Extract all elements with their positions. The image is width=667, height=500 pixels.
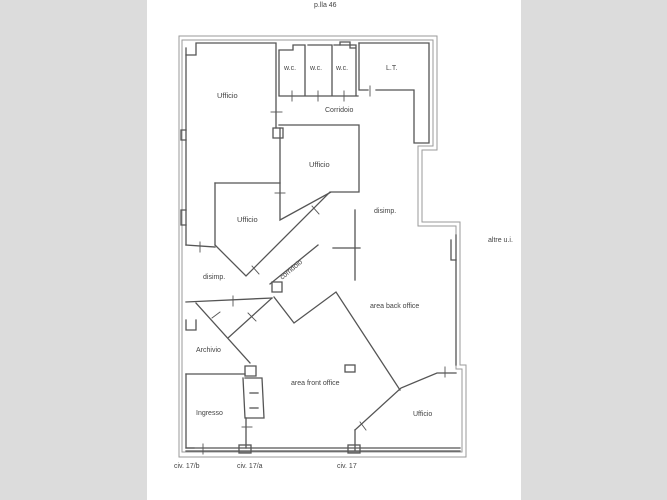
- room-label-ufficio-west: Ufficio: [237, 215, 258, 224]
- door-markers: [199, 85, 446, 455]
- room-label-disimp-east: disimp.: [374, 208, 397, 215]
- room-label-corridoio-top: Corridoio: [325, 107, 354, 114]
- room-label-lt: L.T.: [386, 65, 398, 72]
- entrance-label-17: civ. 17: [337, 463, 357, 470]
- drawing-sheet: [147, 0, 521, 500]
- entrance-label-17b: civ. 17/b: [174, 463, 200, 470]
- room-label-wc-3: w.c.: [336, 65, 349, 72]
- room-label-wc-2: w.c.: [310, 65, 323, 72]
- room-label-ufficio-se: Ufficio: [413, 411, 433, 418]
- room-label-area-back-office: area back office: [370, 303, 420, 310]
- neighbor-units-label: altre u.i.: [488, 237, 513, 244]
- outer-wall: [178, 35, 467, 458]
- room-label-disimp-west: disimp.: [203, 274, 226, 281]
- floor-label: p.lla 46: [314, 2, 337, 9]
- room-label-ufficio-nw: Ufficio: [217, 91, 238, 100]
- room-label-ingresso: Ingresso: [196, 410, 223, 417]
- interior-walls: [180, 41, 461, 454]
- room-label-ufficio-center: Ufficio: [309, 160, 330, 169]
- room-label-area-front-office: area front office: [291, 380, 340, 387]
- room-label-archivio: Archivio: [196, 347, 221, 354]
- room-label-wc-1: w.c.: [284, 65, 297, 72]
- entrance-label-17a: civ. 17/a: [237, 463, 263, 470]
